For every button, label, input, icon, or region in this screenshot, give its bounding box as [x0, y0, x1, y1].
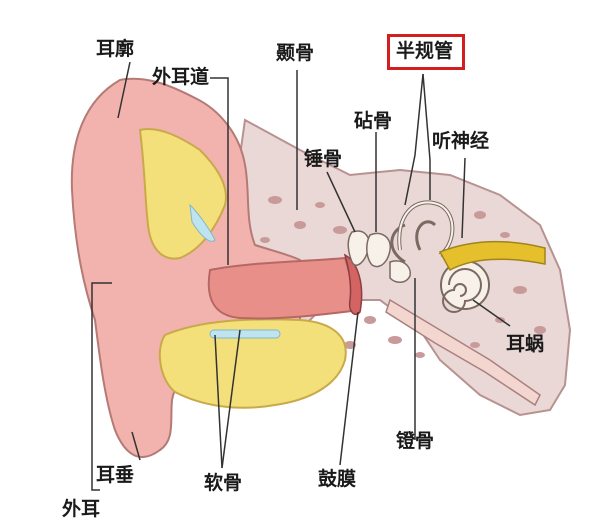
auditory-nerve-shape [438, 240, 546, 272]
label-semicircular-canals: 半规管 [396, 40, 454, 62]
incus-shape [366, 232, 391, 268]
label-auricle: 耳廓 [96, 38, 135, 60]
label-outer-ear: 外耳 [62, 498, 101, 520]
ear-canal-shape [207, 256, 362, 320]
leader-lines [91, 61, 511, 491]
label-cartilage: 软骨 [204, 472, 243, 494]
malleus-shape [347, 230, 370, 266]
semicircular-canals-highlight-box [387, 34, 465, 70]
label-eardrum: 鼓膜 [318, 468, 357, 490]
label-temporal-bone: 颞骨 [276, 42, 315, 64]
label-auditory-nerve: 听神经 [432, 130, 490, 152]
label-incus: 砧骨 [354, 110, 393, 132]
label-ear-canal: 外耳道 [152, 66, 210, 88]
stapes-shape [389, 260, 411, 283]
cartilage-highlight [189, 203, 216, 242]
eardrum-shape [343, 253, 363, 316]
cartilage-strip [209, 329, 281, 339]
semicircular-canals-fill [398, 201, 454, 256]
cochlea-shape [440, 260, 490, 313]
eustachian-tube [385, 298, 541, 407]
label-cochlea: 耳蜗 [506, 333, 545, 355]
label-stapes: 镫骨 [396, 430, 435, 452]
ossicles [347, 230, 411, 283]
label-malleus: 锤骨 [304, 148, 343, 170]
label-earlobe: 耳垂 [96, 464, 135, 486]
